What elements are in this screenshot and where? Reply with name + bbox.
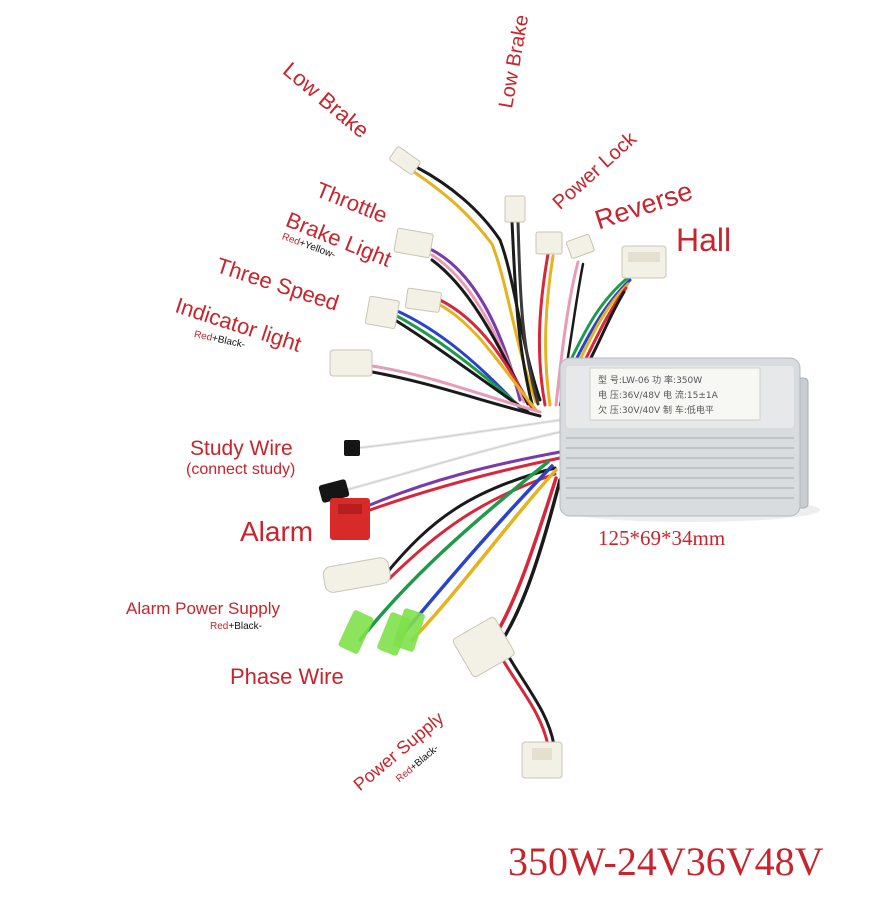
- connector-brake-light: [404, 287, 442, 313]
- connector-low-brake-2: [504, 195, 526, 223]
- connector-power-supply: [452, 616, 515, 678]
- sticker-line-1: 型 号:LW-06 功 率:350W: [598, 374, 702, 386]
- label-connect-study: (connect study): [186, 461, 296, 478]
- connector-three-speed: [364, 295, 400, 329]
- label-study-wire: Study Wire: [190, 437, 293, 460]
- footer-spec: 350W-24V36V48V: [508, 839, 824, 884]
- connector-indicator-light: [329, 349, 373, 377]
- connector-study-wire: [318, 440, 360, 503]
- label-phase-wire: Phase Wire: [230, 664, 344, 689]
- label-hall: Hall: [676, 222, 732, 258]
- note-alarm-ps-black: Black-: [234, 621, 262, 632]
- connector-phase-wire: [338, 608, 425, 656]
- controller-dimensions: 125*69*34mm: [598, 526, 726, 550]
- sticker-line-3: 欠 压:30V/40V 制 车:低电平: [598, 404, 714, 416]
- note-alarm-ps-plus: +: [228, 621, 235, 632]
- controller-housing: 型 号:LW-06 功 率:350W 电 压:36V/48V 电 流:15±1A…: [559, 357, 809, 517]
- spec-sticker: [589, 367, 761, 421]
- connector-hall: [621, 245, 667, 279]
- connector-power-lock: [535, 231, 563, 255]
- note-alarm-power-supply: Red+Black-: [210, 622, 262, 632]
- label-alarm: Alarm: [240, 516, 314, 547]
- sticker-line-2: 电 压:36V/48V 电 流:15±1A: [598, 389, 719, 401]
- note-alarm-ps-red: Red: [210, 621, 229, 632]
- connector-alarm: [330, 498, 370, 540]
- connector-throttle: [393, 227, 434, 259]
- connector-alarm-power-supply: [322, 557, 391, 593]
- connector-power-supply-end: [521, 741, 563, 779]
- connectors: [318, 146, 667, 779]
- connector-reverse: [566, 233, 595, 259]
- label-alarm-power-supply: Alarm Power Supply: [126, 599, 281, 618]
- connector-low-brake-1: [389, 146, 421, 175]
